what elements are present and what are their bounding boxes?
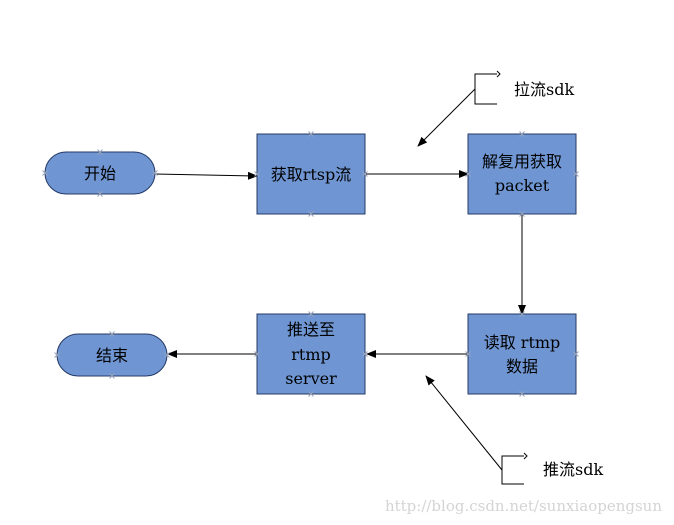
- callout-push-sdk[interactable]: 推流sdk: [425, 375, 603, 485]
- connection-handle: [42, 170, 48, 176]
- node-read-rtmp-shape: [467, 313, 577, 395]
- node-push-label-line-2: rtmp: [291, 345, 331, 364]
- node-demux-label-line-1: 解复用获取: [482, 152, 562, 171]
- node-get-rtsp-label: 获取rtsp流: [271, 165, 352, 184]
- connection-handle: [97, 191, 103, 197]
- callout-pull-label: 拉流sdk: [514, 80, 574, 99]
- node-start-label: 开始: [84, 164, 116, 183]
- connection-handle: [519, 211, 525, 217]
- connection-handle: [97, 149, 103, 155]
- node-demux[interactable]: 解复用获取 packet: [467, 133, 577, 215]
- connection-handle: [573, 351, 579, 357]
- callout-pull-pointer: [417, 88, 476, 147]
- connection-handle: [519, 131, 525, 137]
- connection-handle: [254, 171, 260, 177]
- connection-handle: [308, 131, 314, 137]
- connection-handle: [109, 331, 115, 337]
- node-demux-label-line-2: packet: [495, 176, 550, 195]
- watermark-text: http://blog.csdn.net/sunxiaopengsun: [385, 497, 662, 515]
- connection-handle: [308, 391, 314, 397]
- node-push-label-line-3: server: [285, 369, 337, 388]
- connection-handle: [519, 311, 525, 317]
- node-read-rtmp-label-line-1: 读取 rtmp: [484, 333, 561, 352]
- callout-push-label: 推流sdk: [543, 460, 603, 479]
- node-demux-shape: [467, 133, 577, 215]
- node-get-rtsp[interactable]: 获取rtsp流: [256, 133, 366, 215]
- callout-pull-bracket-tick: [496, 70, 501, 78]
- callout-push-bracket: [501, 455, 524, 485]
- node-push-label-line-1: 推送至: [287, 320, 335, 339]
- connection-handle: [152, 170, 158, 176]
- connection-handle: [109, 373, 115, 379]
- connection-handle: [519, 391, 525, 397]
- connection-handle: [308, 311, 314, 317]
- node-read-rtmp-label-line-2: 数据: [506, 357, 538, 376]
- node-end[interactable]: 结束: [56, 333, 168, 377]
- connection-handle: [465, 171, 471, 177]
- node-end-label: 结束: [96, 346, 128, 365]
- callout-pull-bracket: [474, 73, 497, 105]
- callout-push-pointer: [425, 375, 503, 471]
- connector-start-to-get-rtsp: [154, 171, 258, 180]
- callout-push-bracket-tick: [523, 452, 528, 460]
- connection-handle: [465, 351, 471, 357]
- connection-handle: [308, 211, 314, 217]
- node-start[interactable]: 开始: [44, 151, 156, 195]
- connection-handles: [42, 131, 579, 397]
- callout-pull-sdk[interactable]: 拉流sdk: [417, 70, 574, 147]
- node-push[interactable]: 推送至 rtmp server: [256, 313, 366, 395]
- connection-handle: [164, 352, 170, 358]
- connection-handle: [573, 171, 579, 177]
- connection-handle: [362, 351, 368, 357]
- connection-handle: [54, 352, 60, 358]
- connection-handle: [254, 351, 260, 357]
- connection-handle: [362, 171, 368, 177]
- node-read-rtmp[interactable]: 读取 rtmp 数据: [467, 313, 577, 395]
- node-push-shape: [256, 313, 366, 395]
